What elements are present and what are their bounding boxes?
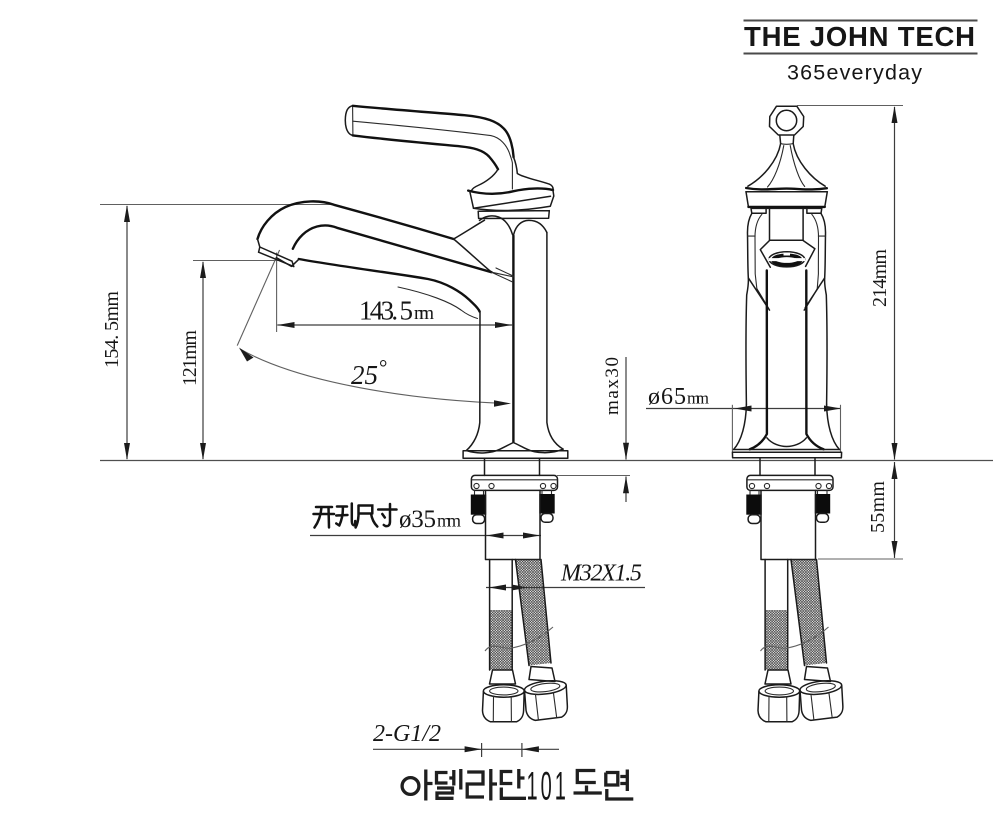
svg-text:mm: mm (687, 389, 709, 408)
svg-text:101: 101 (527, 763, 569, 809)
svg-text:154. 5mm: 154. 5mm (101, 291, 123, 368)
svg-text:214mm: 214mm (869, 249, 891, 307)
svg-text:121mm: 121mm (179, 330, 201, 386)
svg-text:ø35: ø35 (399, 506, 436, 533)
svg-text:365everyday: 365everyday (787, 61, 922, 85)
svg-text:25: 25 (351, 360, 378, 390)
svg-text:mm: mm (414, 303, 434, 324)
svg-text:2-G1/2: 2-G1/2 (373, 721, 441, 747)
svg-text:143. 5: 143. 5 (359, 296, 413, 326)
svg-text:ø65: ø65 (648, 384, 686, 410)
svg-text:mm: mm (437, 511, 461, 531)
svg-text:max30: max30 (602, 357, 623, 415)
svg-text:M32X1.5: M32X1.5 (560, 561, 642, 587)
svg-text:°: ° (379, 355, 387, 379)
svg-text:THE JOHN TECH: THE JOHN TECH (744, 21, 975, 52)
svg-text:55mm: 55mm (867, 481, 889, 533)
